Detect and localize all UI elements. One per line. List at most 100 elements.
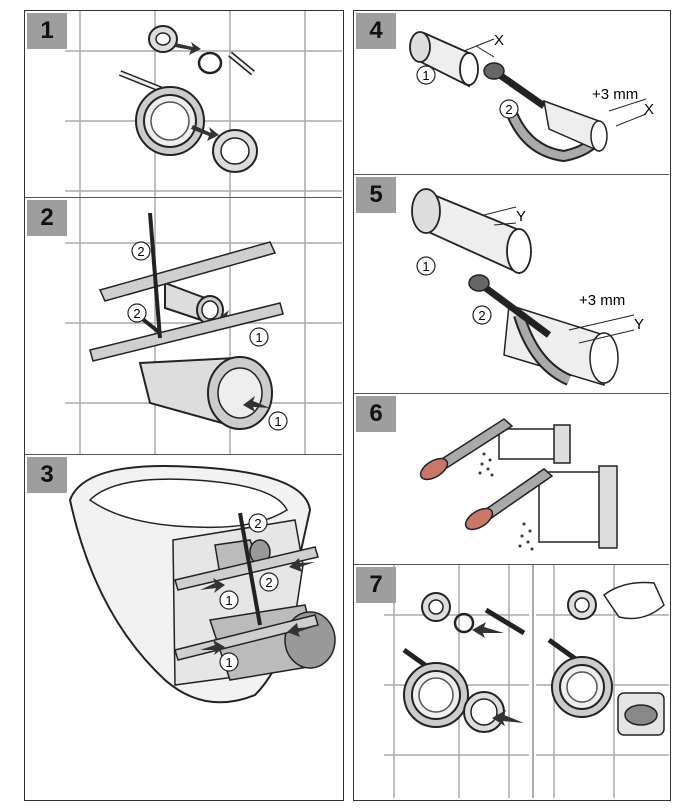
drain-fitting xyxy=(135,86,205,156)
step-number: 6 xyxy=(356,396,396,432)
callout-label: 1 xyxy=(225,655,232,670)
nut-small xyxy=(421,592,451,622)
dimension-label: Y xyxy=(516,208,526,225)
dimension-line xyxy=(483,206,517,216)
step-4-illustration: X 1 +3 mm X 2 xyxy=(409,31,654,163)
divider xyxy=(25,197,342,198)
callout-label: 1 xyxy=(255,330,262,345)
callout-label: 1 xyxy=(422,68,429,83)
arrow xyxy=(472,622,504,638)
dimension-line xyxy=(608,98,647,112)
grease-tin xyxy=(617,692,665,736)
dimension-label: Y xyxy=(634,316,644,333)
right-column xyxy=(353,10,671,801)
dimension-label: X xyxy=(644,101,654,118)
arrow xyxy=(200,640,225,655)
step-5-panel: Y 1 +3 mm Y 2 5 xyxy=(354,175,669,393)
dimension-line xyxy=(568,314,635,331)
small-pipe xyxy=(164,281,224,325)
offset-label: +3 mm xyxy=(579,292,625,309)
pipe xyxy=(543,99,608,153)
washer-small xyxy=(197,51,223,75)
callout: 1 xyxy=(416,256,436,276)
arrow xyxy=(191,125,219,141)
nut-small xyxy=(148,25,178,53)
washer-large xyxy=(212,129,258,173)
callout-label: 2 xyxy=(265,575,272,590)
arrow xyxy=(243,396,270,412)
dimension-line xyxy=(615,113,647,127)
step-2-illustration: 2 2 1 1 xyxy=(65,198,342,454)
arrow xyxy=(289,558,315,572)
stud-bolt xyxy=(148,212,162,339)
pipe xyxy=(503,304,619,387)
stud-bolt xyxy=(228,51,255,76)
ruler-upper xyxy=(174,546,319,591)
ruler-lower xyxy=(89,302,284,362)
pipe-end xyxy=(538,465,618,549)
callout: 1 xyxy=(219,652,239,672)
shavings xyxy=(478,452,494,477)
callout: 2 xyxy=(472,305,492,325)
pipe xyxy=(411,188,532,275)
washer-small xyxy=(453,612,475,634)
step-number: 2 xyxy=(27,200,67,236)
drain-pipe xyxy=(138,356,273,430)
ruler-upper xyxy=(98,241,277,302)
stud-bolt xyxy=(238,512,262,626)
callout-label: 2 xyxy=(254,516,261,531)
callout-label: 2 xyxy=(478,308,485,323)
step-4-panel: X 1 +3 mm X 2 4 xyxy=(354,11,669,174)
arrow xyxy=(287,623,313,637)
file-tool xyxy=(464,468,554,531)
pipe-cutter xyxy=(468,274,572,386)
callout: 2 xyxy=(131,241,151,261)
step-3-panel: 2 2 1 1 3 xyxy=(25,455,342,798)
callout: 2 xyxy=(259,572,279,592)
step-1-panel: 1 xyxy=(25,11,342,197)
step-number: 4 xyxy=(356,13,396,49)
step-2-panel: 2 2 1 1 2 xyxy=(25,198,342,454)
drain-fitting xyxy=(551,656,613,718)
pipe xyxy=(409,31,479,88)
arrow xyxy=(200,578,225,593)
file-tool xyxy=(419,418,514,481)
nut-small xyxy=(567,590,597,620)
callout: 1 xyxy=(416,65,436,85)
callout-label: 1 xyxy=(225,593,232,608)
pipe-end xyxy=(498,424,571,464)
dimension-line xyxy=(578,329,635,344)
arrow xyxy=(175,42,201,55)
divider xyxy=(354,564,669,565)
divider xyxy=(354,174,669,175)
step-number: 1 xyxy=(27,13,67,49)
callout: 1 xyxy=(219,590,239,610)
callout-label: 1 xyxy=(422,259,429,274)
callout: 2 xyxy=(499,99,519,119)
callout: 2 xyxy=(127,303,147,323)
step-1-illustration xyxy=(65,11,342,197)
step-5-illustration: Y 1 +3 mm Y 2 xyxy=(411,188,644,387)
callout-label: 2 xyxy=(137,244,144,259)
step-7-illustration xyxy=(384,565,669,798)
callout: 2 xyxy=(248,513,268,533)
washer-large xyxy=(463,691,505,733)
step-3-illustration: 2 2 1 1 xyxy=(68,464,336,704)
step-6-illustration xyxy=(419,418,618,551)
dimension-line xyxy=(475,45,495,58)
shavings xyxy=(518,522,534,551)
step-number: 5 xyxy=(356,177,396,213)
dimension-line xyxy=(493,222,517,226)
drain-fitting xyxy=(403,662,469,728)
divider xyxy=(354,393,669,394)
hand xyxy=(602,581,665,620)
dimension-line xyxy=(463,38,495,52)
step-number: 7 xyxy=(356,567,396,603)
tile-grid xyxy=(65,11,342,197)
offset-label: +3 mm xyxy=(592,86,638,103)
step-7-panel: 7 xyxy=(354,565,669,798)
step-6-panel: 6 xyxy=(354,394,669,564)
divider xyxy=(25,454,342,455)
callout-label: 1 xyxy=(274,414,281,429)
stud-bolt xyxy=(484,607,526,636)
